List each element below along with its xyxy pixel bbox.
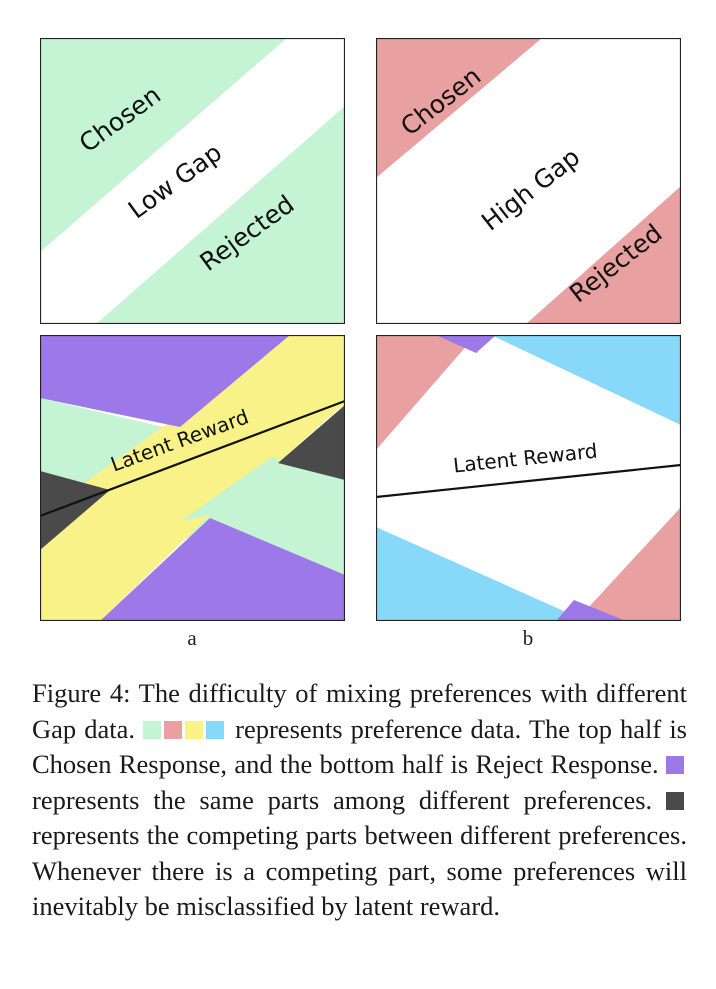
panel-mixed-low-gap: Latent Reward [40, 335, 345, 621]
panel-mixed-high-gap: Latent Reward [376, 335, 681, 621]
competing-part-left [40, 471, 110, 550]
yellow-swatch [185, 720, 204, 739]
sublabel-b: b [522, 626, 534, 650]
green-swatch [143, 720, 162, 739]
blue-swatch [206, 720, 225, 739]
rejected-region [96, 106, 345, 324]
mixed-low-gap-diagram: Latent Reward [40, 335, 345, 621]
purple-swatch [666, 756, 684, 774]
red-swatch [164, 720, 183, 739]
caption-part-3: represents the same parts among differen… [32, 784, 653, 815]
competing-part-right [278, 405, 345, 480]
high-gap-diagram: Chosen High Gap Rejected [376, 38, 681, 324]
panel-low-gap: Chosen Low Gap Rejected [40, 38, 345, 324]
caption-part-2: represents preference data. The top half… [32, 713, 687, 780]
sublabel-a: a [187, 626, 197, 650]
shared-part-bottom [556, 600, 626, 621]
latent-reward-line [40, 399, 345, 518]
chosen-region [376, 38, 542, 178]
caption-part-1: Figure 4: The difficulty of mixing prefe… [32, 678, 687, 744]
latent-reward-line [376, 463, 681, 499]
panel-high-gap: Chosen High Gap Rejected [376, 38, 681, 324]
dark-swatch [666, 791, 684, 810]
rejected-region [526, 186, 681, 324]
figure-caption: Figure 4: The difficulty of mixing prefe… [32, 676, 687, 925]
low-gap-diagram: Chosen Low Gap Rejected [40, 38, 345, 324]
shared-part-top [40, 335, 290, 427]
shared-part-bottom [100, 518, 345, 621]
mixed-high-gap-diagram: Latent Reward [376, 335, 681, 621]
chosen-region [40, 38, 287, 252]
shared-part-top [436, 335, 496, 353]
caption-part-4: represents the competing parts between d… [32, 820, 687, 921]
